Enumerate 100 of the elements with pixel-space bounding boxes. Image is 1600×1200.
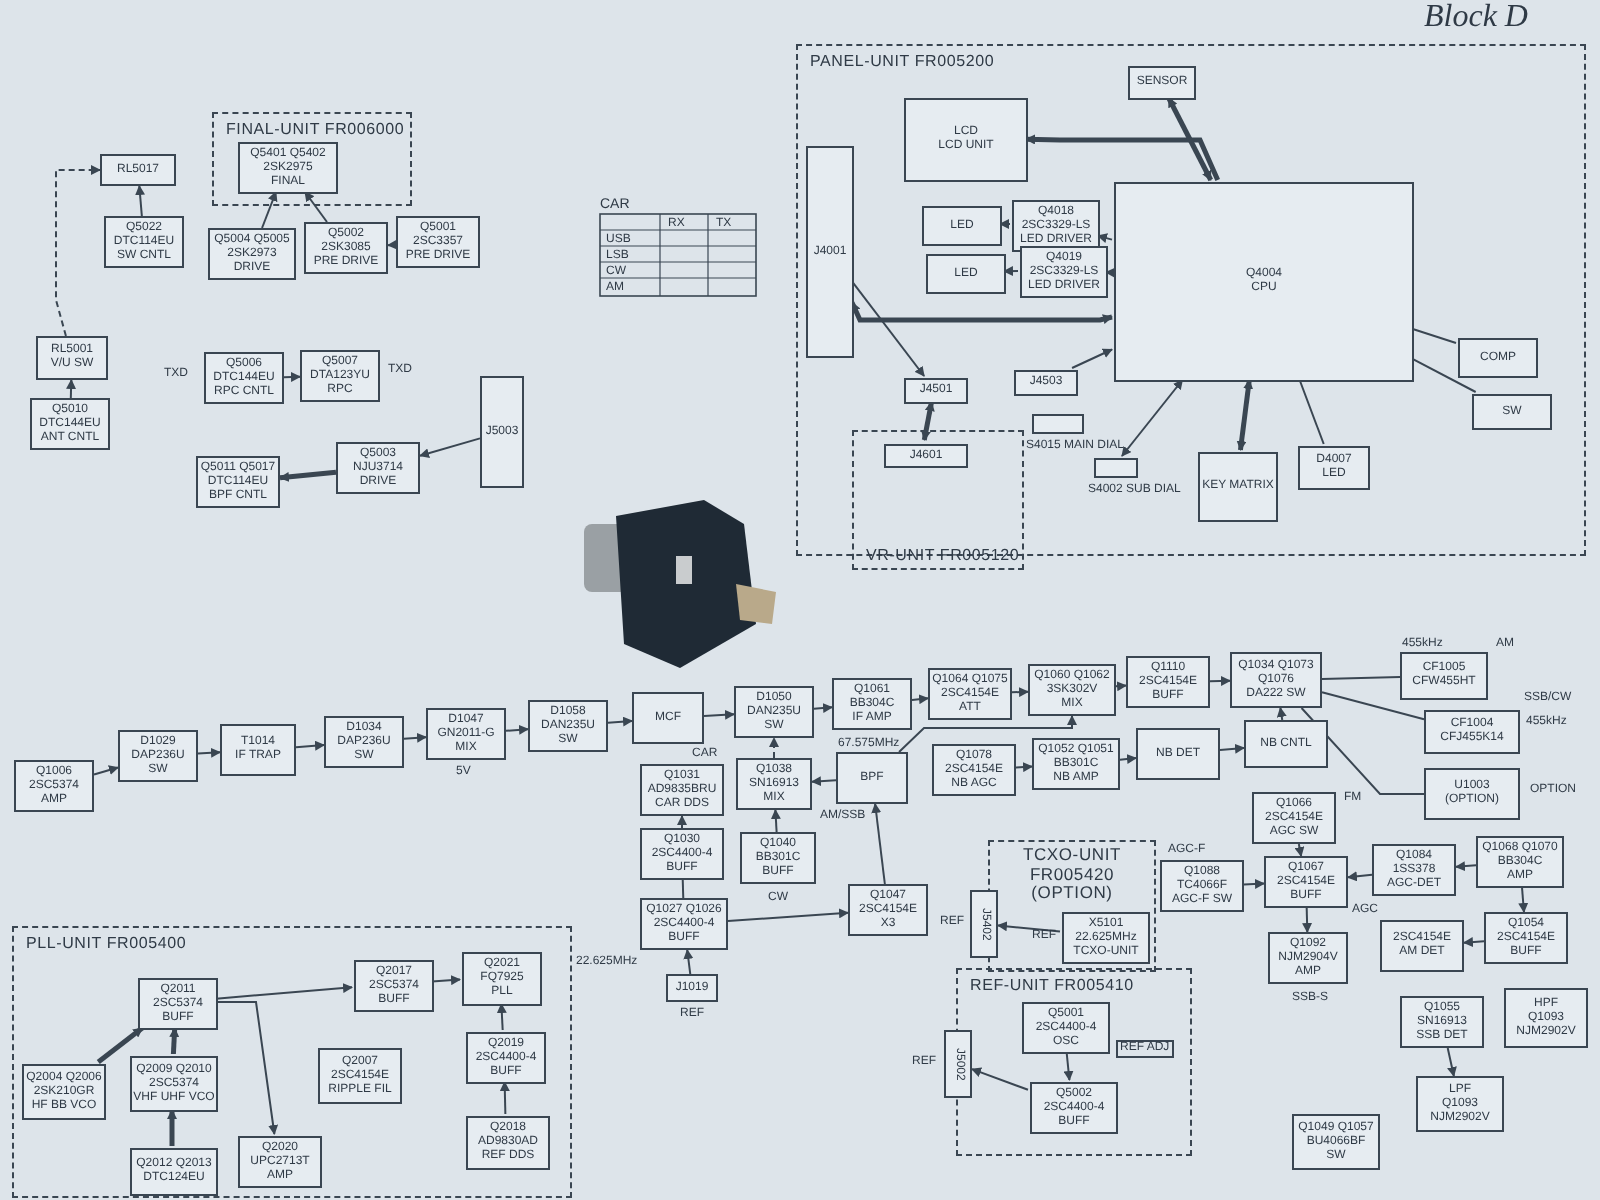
signal-arrow xyxy=(295,740,325,751)
signal-arrow xyxy=(197,747,221,758)
signal-arrow xyxy=(1446,1047,1457,1077)
page-heading: Block D xyxy=(1424,0,1528,36)
signal-arrow xyxy=(1243,878,1265,889)
signal-arrow xyxy=(607,716,633,727)
signal-arrow xyxy=(770,809,781,833)
circuit-block xyxy=(22,1064,106,1120)
circuit-block xyxy=(928,668,1012,720)
signal-arrow xyxy=(1455,861,1477,872)
signal-arrow xyxy=(93,765,119,776)
circuit-block xyxy=(926,254,1006,294)
circuit-block xyxy=(196,456,280,508)
circuit-block xyxy=(1424,768,1520,820)
circuit-block xyxy=(30,398,110,450)
signal-arrow xyxy=(1063,1051,1074,1081)
circuit-block xyxy=(632,692,704,744)
signal-arrow xyxy=(505,724,529,735)
signal-line xyxy=(1321,691,1425,721)
circuit-block xyxy=(922,206,1002,246)
circuit-block xyxy=(1268,932,1348,984)
signal-arrow xyxy=(215,1001,279,1135)
signal-arrow xyxy=(1236,379,1254,451)
circuit-block xyxy=(904,98,1028,182)
unit-frame xyxy=(852,430,1024,570)
circuit-block xyxy=(1292,1114,1380,1170)
signal-arrow xyxy=(1347,871,1373,882)
signal-arrow xyxy=(304,191,328,223)
signal-arrow xyxy=(1120,379,1184,457)
signal-arrow xyxy=(1463,937,1485,948)
circuit-block xyxy=(462,952,542,1006)
circuit-block xyxy=(36,336,108,380)
circuit-block xyxy=(1476,836,1564,888)
signal-arrow xyxy=(1097,233,1113,243)
circuit-block xyxy=(1372,844,1456,896)
signal-arrow xyxy=(135,185,146,217)
circuit-block xyxy=(336,442,420,494)
signal-arrow xyxy=(66,379,77,399)
circuit-block xyxy=(932,744,1016,796)
unit-title: TCXO-UNIT FR005420 (OPTION) xyxy=(1021,846,1123,903)
circuit-block xyxy=(884,444,968,468)
circuit-block xyxy=(426,708,506,760)
circuit-block xyxy=(904,378,968,404)
circuit-block xyxy=(1458,338,1538,378)
signal-arrow xyxy=(677,815,687,829)
circuit-block xyxy=(640,764,724,816)
signal-line xyxy=(1298,379,1325,445)
circuit-block xyxy=(1484,912,1568,964)
signal-arrow xyxy=(1209,676,1231,686)
circuit-block xyxy=(220,724,296,776)
signal-arrow xyxy=(871,803,886,885)
circuit-block xyxy=(640,898,728,950)
circuit-block xyxy=(300,350,380,402)
signal-arrow xyxy=(169,1027,180,1055)
circuit-block xyxy=(1022,1002,1110,1054)
signal-line xyxy=(1300,707,1425,795)
signal-line xyxy=(1411,357,1477,393)
circuit-block xyxy=(1400,996,1484,1048)
circuit-block xyxy=(806,146,854,358)
signal-arrow xyxy=(499,1081,510,1115)
circuit-block xyxy=(1126,656,1210,708)
circuit-block xyxy=(480,376,524,488)
unit-title: REF-UNIT FR005410 xyxy=(970,976,1134,994)
signal-arrow xyxy=(55,165,101,337)
signal-arrow xyxy=(1003,266,1019,276)
circuit-block xyxy=(130,1148,218,1196)
circuit-block xyxy=(736,758,812,810)
signal-arrow xyxy=(431,975,461,986)
signal-arrow xyxy=(1025,134,1220,181)
signal-arrow xyxy=(1294,843,1305,857)
circuit-block xyxy=(324,716,404,768)
circuit-block xyxy=(740,832,816,884)
circuit-block xyxy=(130,1056,218,1112)
unit-frame xyxy=(12,926,572,1198)
circuit-block xyxy=(238,142,338,194)
signal-arrow xyxy=(898,715,1077,753)
circuit-block xyxy=(944,1030,972,1098)
signal-arrow xyxy=(419,437,481,459)
signal-arrow xyxy=(999,219,1011,229)
signal-arrow xyxy=(496,1003,507,1031)
circuit-block xyxy=(848,884,928,936)
circuit-block xyxy=(1244,720,1328,768)
signal-arrow xyxy=(1119,754,1137,764)
circuit-block xyxy=(304,222,388,274)
signal-arrow xyxy=(769,737,779,759)
circuit-block xyxy=(1472,394,1552,430)
signal-line xyxy=(1321,676,1401,680)
circuit-block xyxy=(666,974,718,1002)
signal-line xyxy=(681,879,685,899)
circuit-block xyxy=(1128,66,1196,100)
circuit-block xyxy=(640,828,724,880)
unit-title: PLL-UNIT FR005400 xyxy=(26,934,187,952)
circuit-block xyxy=(1030,1082,1118,1134)
signal-arrow xyxy=(215,983,353,1000)
signal-arrow xyxy=(997,921,1061,933)
circuit-block xyxy=(1504,988,1588,1048)
circuit-block xyxy=(238,1136,322,1188)
signal-line xyxy=(1411,327,1457,344)
circuit-block xyxy=(1380,920,1464,972)
circuit-block xyxy=(1264,856,1348,908)
